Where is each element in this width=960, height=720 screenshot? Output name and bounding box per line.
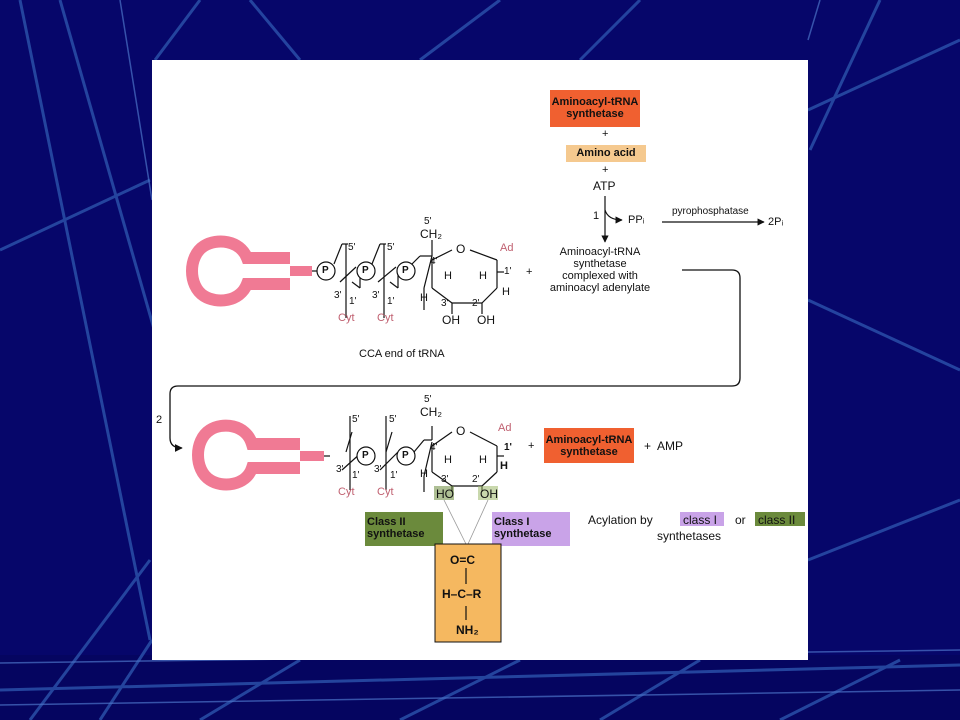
top-oh-3: OH [442, 313, 460, 327]
top-1prime-2: 1' [387, 296, 395, 307]
plus-sign-4: + [528, 440, 535, 452]
aminoacyl-nh2: NH₂ [456, 623, 479, 637]
phosphate-circle-3 [396, 261, 416, 281]
class-ii-label: Class II synthetase [367, 516, 425, 540]
top-1prime-r: 1' [504, 266, 512, 277]
synthetase-label-bottom: Aminoacyl-tRNA synthetase [545, 434, 633, 458]
top-p1: P [322, 265, 329, 276]
synthetase-box-bottom [544, 428, 634, 463]
top-3prime-1: 3' [334, 290, 342, 301]
top-h4: H [502, 286, 510, 298]
pyrophosphatase-label: pyrophosphatase [672, 206, 749, 217]
plus-sign-2: + [602, 164, 609, 176]
top-p3: P [402, 265, 409, 276]
two-pi-label: 2Pᵢ [768, 216, 784, 228]
bottom-ho-3: HO [436, 487, 454, 501]
acylation-class-ii: class II [758, 513, 796, 527]
top-5prime-1: 5' [348, 242, 356, 253]
bottom-h3: H [420, 468, 428, 480]
class-i-label: Class I synthetase [494, 516, 552, 540]
synthetase-label-top: Aminoacyl-tRNA synthetase [551, 96, 639, 120]
bottom-1prime-2: 1' [390, 470, 398, 481]
top-h2: H [479, 270, 487, 282]
top-1prime-1: 1' [349, 296, 357, 307]
bottom-5prime-1: 5' [352, 414, 360, 425]
top-h3: H [420, 292, 428, 304]
complex-label: Aminoacyl-tRNA synthetase complexed with… [549, 246, 651, 294]
bottom-4prime: 4' [430, 442, 438, 453]
bottom-1prime-r: 1' [504, 442, 512, 453]
bottom-2prime-r: 2' [472, 474, 480, 485]
top-4prime: 4' [430, 256, 438, 267]
class-i-box [492, 512, 570, 546]
top-ad: Ad [500, 242, 514, 254]
step-1-label: 1 [593, 210, 600, 222]
class-ii-box [365, 512, 443, 546]
amino-acid-label: Amino acid [576, 147, 636, 159]
ppi-label: PPᵢ [628, 214, 645, 226]
phosphate-circle-1 [316, 261, 336, 281]
trna-loop-bottom [192, 419, 300, 491]
top-ch2: CH₂ [420, 227, 442, 241]
bottom-1prime-1: 1' [352, 470, 360, 481]
bottom-cyt-1: Cyt [338, 486, 355, 498]
plus-sign-3: + [526, 266, 533, 278]
bottom-p1: P [362, 450, 369, 461]
ho-highlight-class-ii [434, 486, 454, 500]
phosphate-circle-2 [356, 261, 376, 281]
aminoacyl-alpha-carbon: H–C–R [442, 587, 482, 601]
synthetase-box-top [550, 90, 640, 127]
trna-aminoacylation-diagram [169, 90, 805, 643]
top-oh-2: OH [477, 313, 495, 327]
bottom-oh-2: OH [480, 487, 498, 501]
arrow-ppi [604, 209, 623, 224]
aminoacyl-carbonyl: O=C [450, 553, 476, 567]
diagram-panel: Aminoacyl-tRNA synthetase + Amino acid +… [152, 60, 808, 660]
bottom-5prime-2: 5' [389, 414, 397, 425]
top-3prime-2: 3' [372, 290, 380, 301]
amino-acid-box [566, 145, 646, 162]
plus-sign-1: + [602, 128, 609, 140]
oh-highlight-class-i [478, 486, 498, 500]
bottom-ch2: CH₂ [420, 405, 442, 419]
bottom-h4: H [500, 460, 508, 472]
step-2-label: 2 [156, 414, 163, 426]
phosphate-circle-4 [356, 446, 376, 466]
top-o-ring: O [456, 242, 466, 256]
top-cyt-1: Cyt [338, 312, 355, 324]
top-5prime-2: 5' [387, 242, 395, 253]
phosphate-circle-5 [396, 446, 416, 466]
bottom-3prime-1: 3' [336, 464, 344, 475]
cca-end-label: CCA end of tRNA [359, 348, 445, 360]
bottom-h1: H [444, 454, 452, 466]
atp-label: ATP [593, 179, 616, 193]
acylation-class-i: class I [683, 513, 718, 527]
top-5prime-ribose: 5' [424, 216, 432, 227]
bottom-3prime-r: 3' [441, 474, 449, 485]
aminoacyl-group-box [434, 543, 502, 643]
top-2prime-r: 2' [472, 298, 480, 309]
plus-amp-label: + AMP [644, 439, 684, 453]
top-cyt-2: Cyt [377, 312, 394, 324]
bottom-5prime-ribose: 5' [424, 394, 432, 405]
bottom-cyt-2: Cyt [377, 486, 394, 498]
arrow-connector [169, 269, 741, 452]
bottom-3prime-2: 3' [374, 464, 382, 475]
acylation-text-pre: Acylation by [588, 513, 653, 527]
top-h1: H [444, 270, 452, 282]
bottom-o-ring: O [456, 424, 466, 438]
acylation-text-post: synthetases [657, 529, 722, 543]
trna-loop-top [186, 235, 290, 307]
top-p2: P [362, 265, 369, 276]
bottom-h2: H [479, 454, 487, 466]
acylation-or: or [735, 513, 746, 527]
bottom-p2: P [402, 450, 409, 461]
top-3prime-r: 3' [441, 298, 449, 309]
bottom-ad: Ad [498, 422, 512, 434]
acyl-class-i-highlight [680, 512, 724, 526]
acyl-class-ii-highlight [755, 512, 805, 526]
